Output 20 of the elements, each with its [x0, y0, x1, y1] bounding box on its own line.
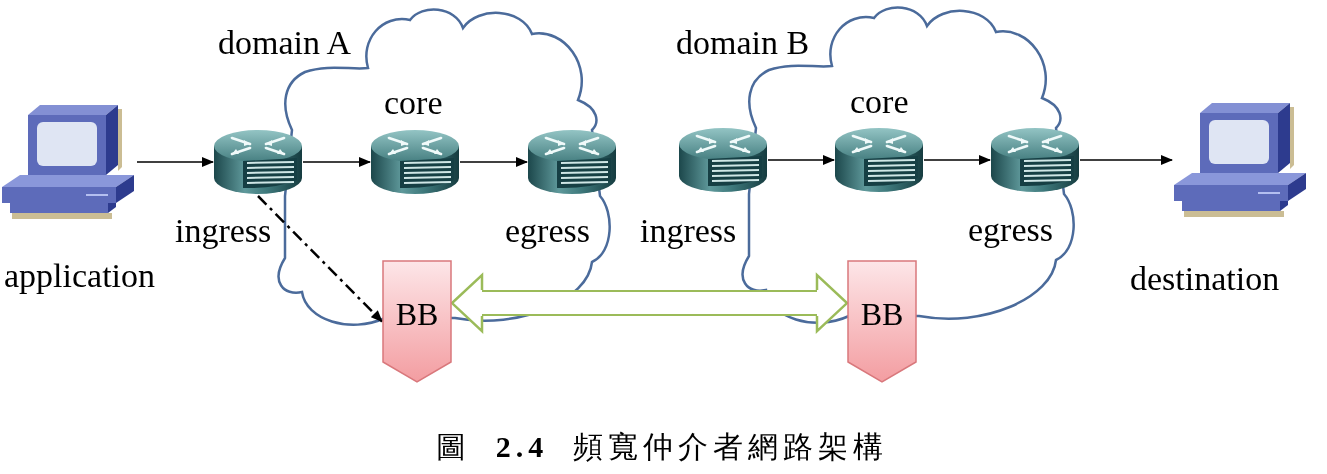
domain-label: domain B: [676, 23, 810, 63]
domain-label: domain A: [218, 23, 352, 63]
router-label: ingress: [175, 211, 272, 251]
dashed-arrow: [257, 195, 383, 323]
router-label: egress: [505, 211, 590, 251]
figure-caption: 圖 2.4 頻寬仲介者網路架構: [436, 430, 888, 465]
router-label: core: [384, 83, 443, 123]
router-label: ingress: [640, 211, 737, 251]
router-label: core: [850, 82, 909, 122]
pentagon-box: BB: [382, 260, 452, 383]
arrow: [767, 155, 835, 165]
pentagon-box: BB: [847, 260, 917, 383]
arrow: [459, 157, 528, 167]
arrow: [136, 157, 214, 167]
computer-label: destination: [1130, 259, 1280, 299]
router-label: egress: [968, 210, 1053, 250]
arrow: [1079, 155, 1173, 165]
arrow: [923, 155, 991, 165]
arrow: [302, 157, 371, 167]
computer-label: application: [4, 256, 156, 296]
